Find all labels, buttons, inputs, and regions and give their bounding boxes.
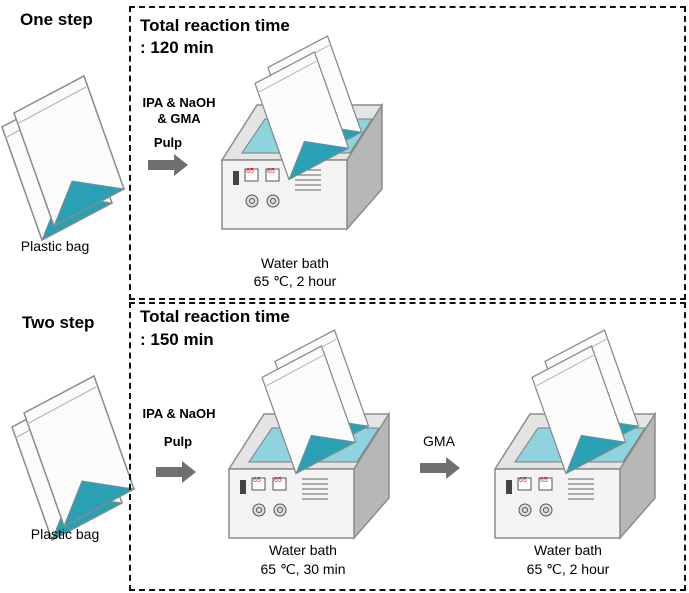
display-readout: 65 — [246, 168, 254, 175]
two-step-box — [129, 302, 686, 591]
water-bath-caption: Water bath — [534, 542, 602, 558]
display-readout: 65 — [274, 477, 282, 484]
water-bath-condition: 65 ℃, 2 hour — [526, 561, 610, 577]
two-step-label: Two step — [22, 313, 95, 332]
pulp-label: Pulp — [163, 434, 193, 449]
water-bath-caption: Water bath — [269, 542, 337, 558]
gma-label: GMA — [423, 433, 455, 449]
total-reaction-time-title: Total reaction time — [140, 16, 290, 35]
water-bath-condition: 65 ℃, 2 hour — [253, 273, 337, 289]
display-readout: 65 — [519, 477, 527, 484]
plastic-bag-icon — [531, 329, 640, 475]
one-step-label: One step — [20, 10, 93, 29]
water-bath-caption: Water bath — [261, 255, 329, 271]
pulp-label: Pulp — [153, 135, 183, 150]
arrow-icon — [156, 461, 196, 483]
total-reaction-time-value: : 120 min — [140, 38, 214, 57]
reagent-line: & GMA — [157, 111, 201, 126]
reagent-line: IPA & NaOH — [142, 406, 216, 421]
arrow-icon — [148, 154, 188, 176]
plastic-bag-icon — [14, 76, 134, 246]
display-readout: 65 — [253, 477, 261, 484]
arrow-icon — [420, 457, 460, 479]
reagent-line: IPA & NaOH — [142, 95, 216, 110]
total-reaction-time-title: Total reaction time — [140, 307, 290, 326]
plastic-bag-icon — [254, 35, 363, 181]
one-step-box — [129, 6, 686, 300]
plastic-bag-label: Plastic bag — [30, 526, 100, 542]
plastic-bag-icon — [24, 376, 144, 546]
water-bath-condition: 65 ℃, 30 min — [260, 561, 346, 577]
plastic-bag-label: Plastic bag — [20, 238, 90, 254]
display-readout: 65 — [540, 477, 548, 484]
total-reaction-time-value: : 150 min — [140, 330, 214, 349]
display-readout: 65 — [267, 168, 275, 175]
plastic-bag-icon — [261, 329, 370, 475]
